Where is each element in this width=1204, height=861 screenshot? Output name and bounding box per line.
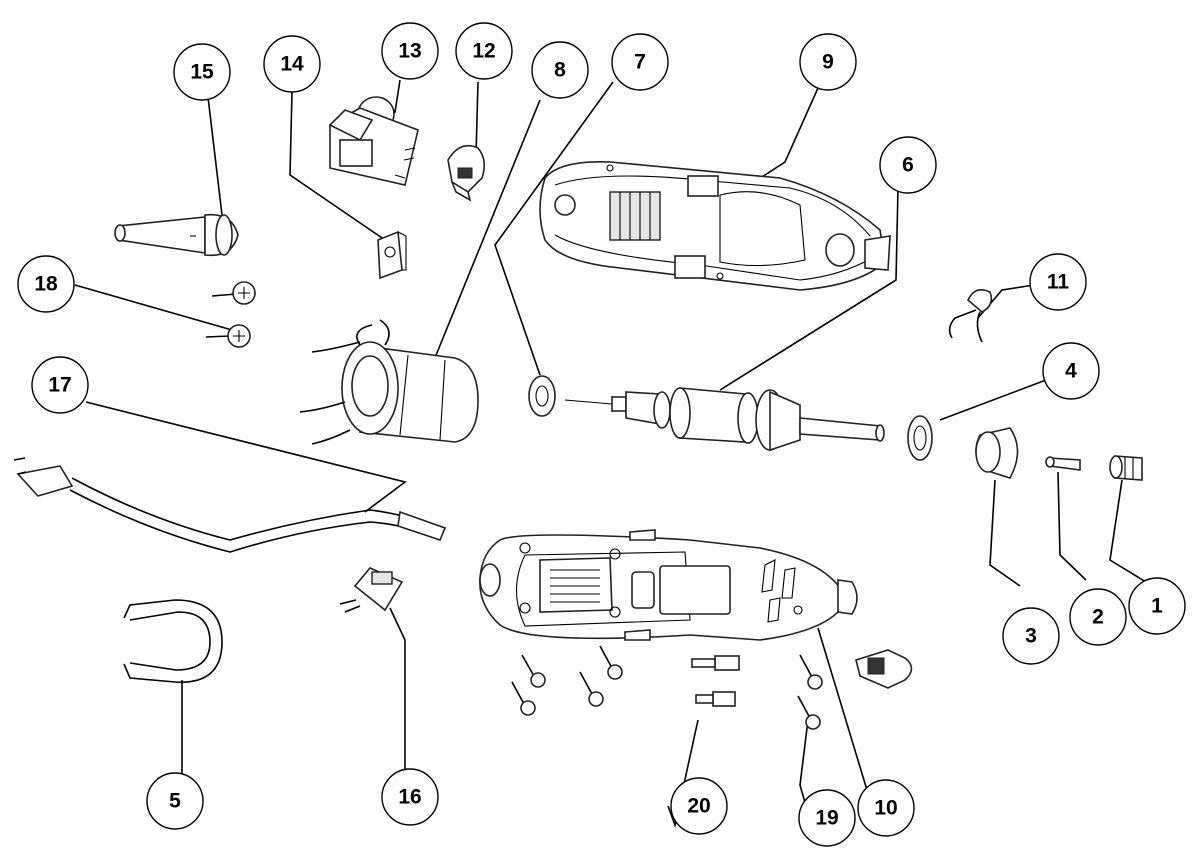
svg-text:10: 10 bbox=[874, 797, 897, 820]
part-16-rocker-switch bbox=[339, 567, 404, 613]
callout-2: 2 bbox=[1069, 588, 1127, 646]
callout-12: 12 bbox=[455, 22, 513, 80]
svg-text:3: 3 bbox=[1025, 625, 1037, 648]
part-13-speed-switch bbox=[328, 96, 419, 186]
part-17-power-cord bbox=[13, 457, 447, 553]
svg-text:15: 15 bbox=[190, 61, 214, 84]
callout-17: 17 bbox=[31, 356, 89, 414]
part-9-housing-half bbox=[539, 161, 891, 291]
part-4-bearing bbox=[907, 415, 933, 461]
svg-text:2: 2 bbox=[1092, 606, 1104, 629]
part-8-stator bbox=[299, 319, 479, 445]
callout-14: 14 bbox=[263, 35, 321, 93]
part-7-washer bbox=[528, 375, 556, 417]
callout-19: 19 bbox=[798, 789, 856, 847]
svg-text:8: 8 bbox=[554, 59, 566, 82]
part-1-collet-nut bbox=[1109, 455, 1143, 481]
svg-text:7: 7 bbox=[634, 51, 646, 74]
callout-bubbles: 1 2 3 4 5 6 7 8 9 10 11 12 13 14 15 16 1… bbox=[17, 22, 1186, 847]
callout-7: 7 bbox=[611, 33, 669, 91]
svg-text:17: 17 bbox=[48, 374, 71, 397]
callout-4: 4 bbox=[1042, 342, 1100, 400]
svg-text:19: 19 bbox=[815, 807, 838, 830]
part-18-screws bbox=[205, 281, 256, 348]
part-14-brush-holder bbox=[377, 230, 407, 280]
part-19-screws bbox=[797, 654, 823, 730]
part-3-nose-cap bbox=[975, 427, 1019, 479]
callout-3: 3 bbox=[1002, 607, 1060, 665]
svg-text:12: 12 bbox=[472, 40, 495, 63]
svg-text:1: 1 bbox=[1151, 595, 1163, 618]
svg-text:4: 4 bbox=[1065, 360, 1077, 383]
svg-text:6: 6 bbox=[902, 154, 914, 177]
svg-text:16: 16 bbox=[398, 786, 421, 809]
svg-text:18: 18 bbox=[34, 273, 58, 296]
part-20-connectors bbox=[691, 655, 740, 707]
part-11-spring-clip bbox=[948, 289, 993, 343]
callout-9: 9 bbox=[799, 33, 857, 91]
leader-lines bbox=[74, 79, 1147, 828]
part-5-hook bbox=[123, 599, 223, 683]
svg-text:11: 11 bbox=[1047, 271, 1070, 294]
callout-11: 11 bbox=[1029, 253, 1087, 311]
spare-terminal bbox=[855, 649, 913, 689]
part-12-terminal bbox=[447, 144, 486, 202]
callout-8: 8 bbox=[531, 41, 589, 99]
callout-10: 10 bbox=[857, 779, 915, 837]
svg-text:14: 14 bbox=[280, 53, 304, 76]
callout-6: 6 bbox=[879, 136, 937, 194]
part-10-tool-body bbox=[479, 529, 858, 641]
callout-1: 1 bbox=[1128, 577, 1186, 635]
svg-text:13: 13 bbox=[398, 40, 421, 63]
part-2-collet bbox=[1045, 456, 1081, 471]
svg-text:5: 5 bbox=[169, 790, 181, 813]
callout-18: 18 bbox=[17, 255, 75, 313]
callout-15: 15 bbox=[173, 43, 231, 101]
part-15-cord-protector bbox=[114, 213, 239, 257]
callout-5: 5 bbox=[146, 772, 204, 830]
part-6-armature bbox=[564, 387, 885, 452]
callout-16: 16 bbox=[381, 768, 439, 826]
callout-13: 13 bbox=[381, 22, 439, 80]
tool-screws bbox=[511, 645, 623, 716]
svg-text:9: 9 bbox=[822, 51, 834, 74]
svg-text:20: 20 bbox=[687, 795, 710, 818]
callout-20: 20 bbox=[670, 777, 728, 835]
